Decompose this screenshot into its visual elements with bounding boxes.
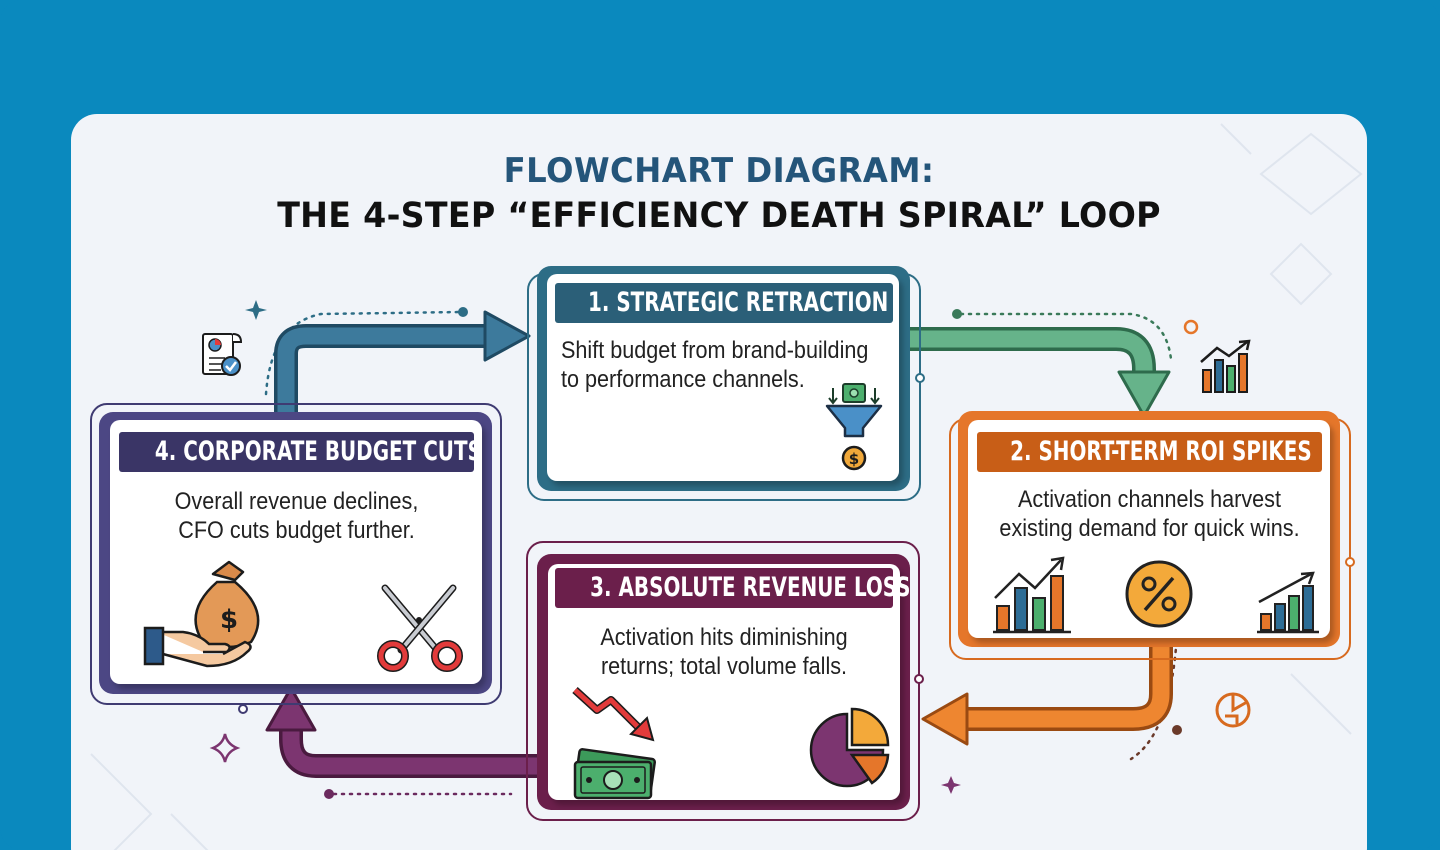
arrow-2-to-3 [921, 639, 1173, 746]
step-4-description: Overall revenue declines, CFO cuts budge… [119, 487, 474, 545]
sparkle-icon [245, 300, 267, 320]
connector-dot [1172, 725, 1182, 735]
step-4-desc-line-2: CFO cuts budget further. [178, 517, 415, 544]
step-2-description: Activation channels harvest existing dem… [977, 485, 1322, 543]
step-4-title: 4. CORPORATE BUDGET CUTS [154, 436, 482, 467]
step-2-title: 2. SHORT-TERM ROI SPIKES [1010, 436, 1312, 467]
step-2-desc-line-1: Activation channels harvest [1018, 486, 1281, 513]
diagram-title: FLOWCHART DIAGRAM: THE 4-STEP “EFFICIENC… [71, 150, 1367, 240]
step-1-desc-line-2: to performance channels. [561, 366, 805, 393]
diagram-card: FLOWCHART DIAGRAM: THE 4-STEP “EFFICIENC… [71, 114, 1367, 850]
scissors-icon [377, 584, 463, 672]
step-1-description: Shift budget from brand-building to perf… [561, 336, 903, 394]
arrow-3-to-4 [265, 686, 541, 778]
flow-graphics: $ [90, 266, 1355, 821]
svg-text:$: $ [849, 450, 859, 468]
growth-chart-icon [1200, 339, 1251, 393]
connector-dot [458, 307, 468, 317]
step-3-banner [555, 568, 893, 608]
step-2-banner [977, 432, 1322, 472]
ring-decoration [1183, 319, 1199, 335]
step-4-desc-line-1: Overall revenue declines, [174, 488, 419, 515]
star-outline-icon [209, 733, 241, 763]
arrow-1-to-2 [899, 327, 1171, 418]
svg-text:$: $ [220, 605, 238, 635]
step-3-desc-line-2: returns; total volume falls. [600, 653, 848, 680]
percent-icon [1125, 560, 1193, 628]
money-bag-hand-icon: $ [143, 560, 260, 668]
background-decoration [90, 123, 1363, 850]
connector-dot [324, 789, 334, 799]
step-1-desc-line-1: Shift budget from brand-building [561, 337, 869, 364]
step-3-desc-line-1: Activation hits diminishing [600, 624, 848, 651]
sparkle-icon [941, 776, 961, 794]
step-1-banner [555, 283, 893, 323]
step-3-description: Activation hits diminishing returns; tot… [555, 623, 893, 681]
step-4-banner [119, 432, 474, 472]
title-line-1: FLOWCHART DIAGRAM: [503, 151, 935, 191]
step-2-desc-line-2: existing demand for quick wins. [999, 515, 1300, 542]
arrow-4-to-1 [274, 310, 531, 419]
step-1-title: 1. STRATEGIC RETRACTION [587, 287, 889, 318]
bar-chart-small-icon [1257, 571, 1319, 634]
step-3-title: 3. ABSOLUTE REVENUE LOSS [590, 572, 911, 603]
title-line-2: THE 4-STEP “EFFICIENCY DEATH SPIRAL” LOO… [277, 196, 1161, 236]
funnel-money-icon: $ [825, 383, 883, 471]
bar-chart-up-icon [993, 556, 1071, 634]
pie-chart-icon [809, 707, 890, 788]
falling-money-icon [572, 687, 656, 800]
report-check-icon [202, 333, 243, 376]
gear-chart-icon [1215, 692, 1251, 728]
connector-dot [952, 309, 962, 319]
